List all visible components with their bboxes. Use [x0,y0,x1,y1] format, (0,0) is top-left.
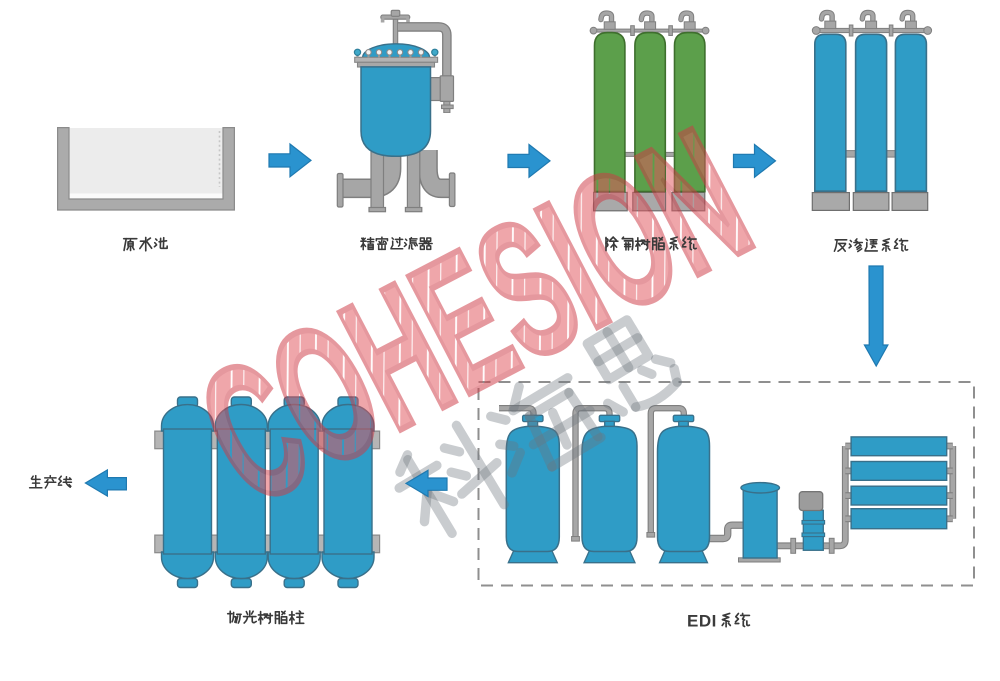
svg-text:EDI: EDI [687,612,717,631]
